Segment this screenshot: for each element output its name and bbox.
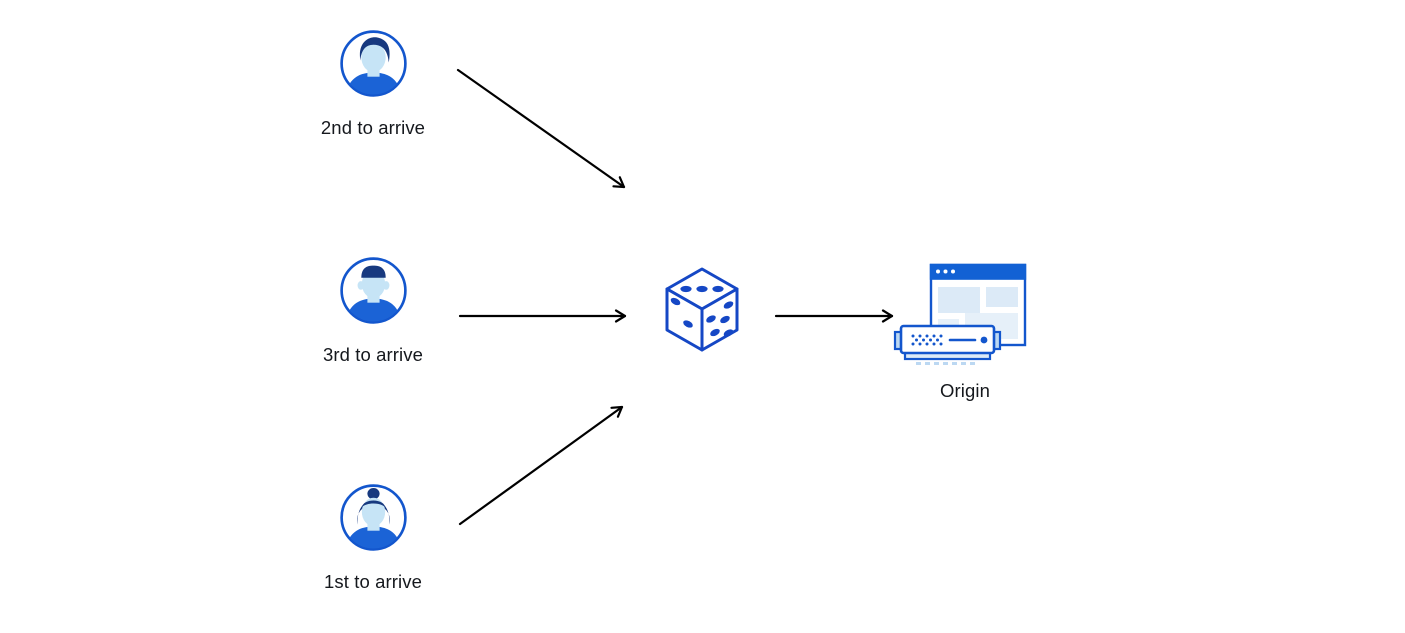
- client-label: 2nd to arrive: [320, 117, 426, 138]
- arrow-client-bottom-to-dice: [458, 405, 624, 526]
- user-avatar-male-flattop-icon: [339, 257, 407, 324]
- server-rack-icon: [893, 324, 1002, 365]
- user-avatar-female-icon: [339, 484, 407, 551]
- client-label: 1st to arrive: [324, 571, 422, 592]
- arrow-client-top-to-dice: [456, 68, 626, 189]
- user-avatar-male-icon: [339, 30, 407, 97]
- node-client-first: 1st to arrive: [288, 484, 458, 593]
- origin-label: Origin: [940, 380, 990, 401]
- node-client-second: 2nd to arrive: [288, 30, 458, 139]
- origin-server-icon: [888, 256, 1042, 368]
- node-random-selector: [662, 266, 742, 353]
- node-origin: Origin: [888, 256, 1042, 402]
- node-client-third: 3rd to arrive: [288, 257, 458, 366]
- client-label: 3rd to arrive: [322, 344, 423, 365]
- dice-icon: [662, 266, 742, 353]
